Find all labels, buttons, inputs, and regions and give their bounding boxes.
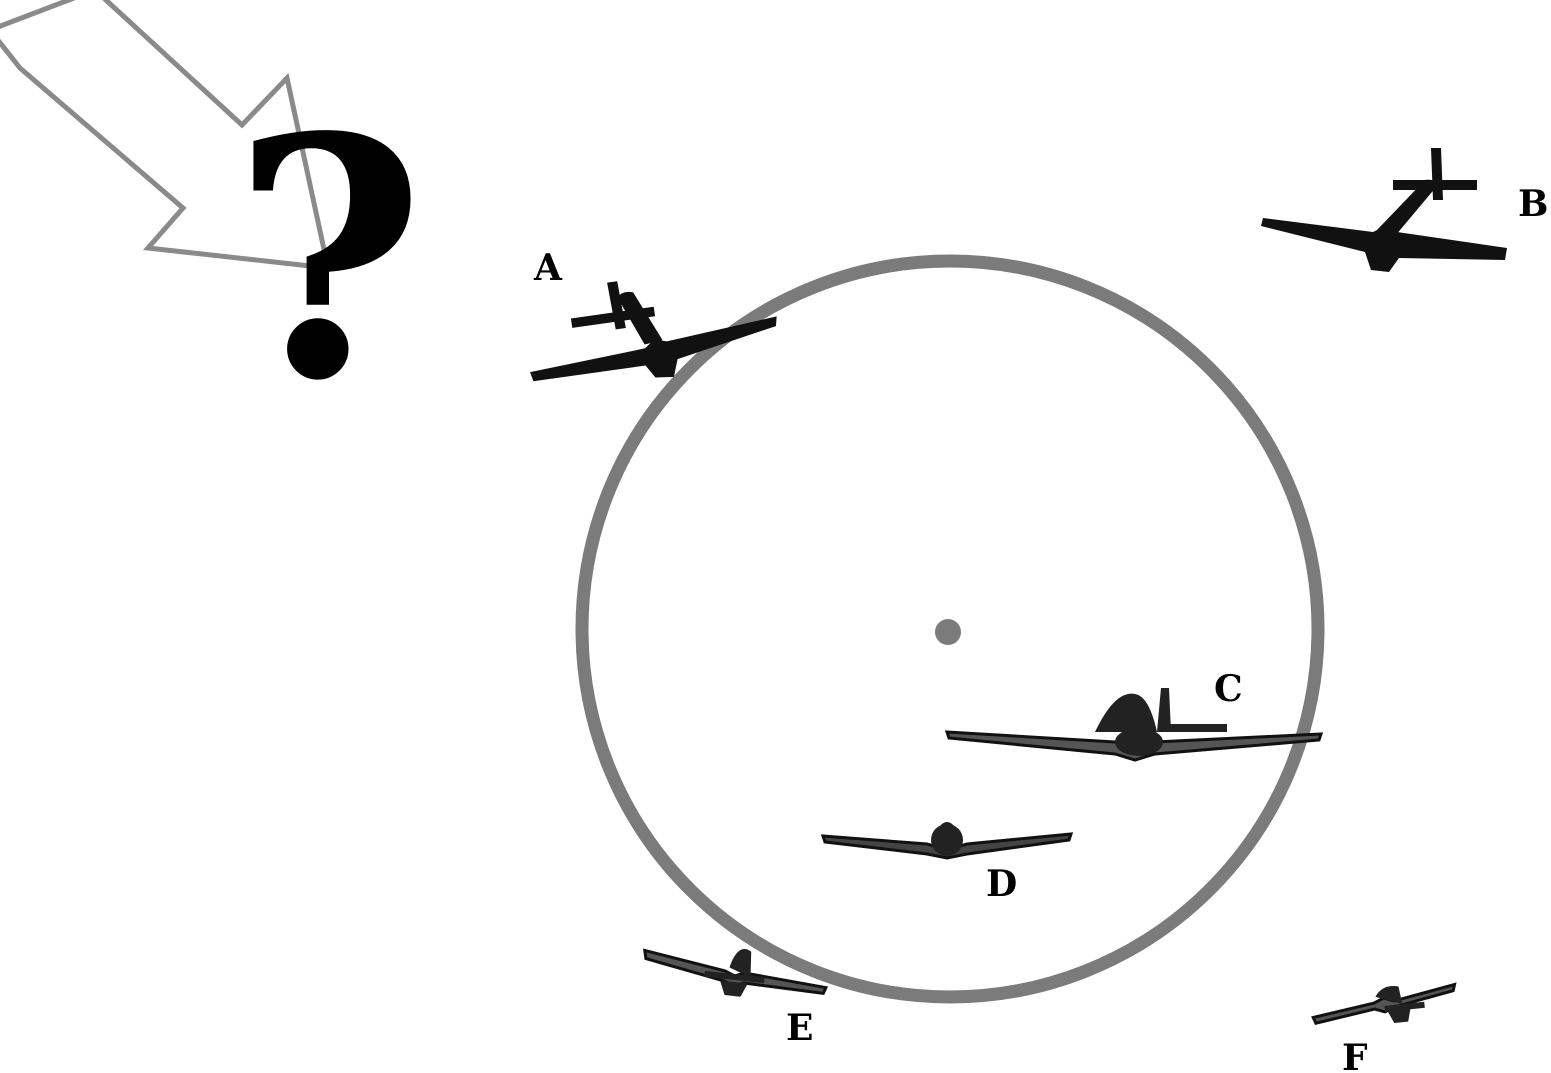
plane-label: B bbox=[1518, 183, 1548, 225]
fighter-plane-icon bbox=[947, 688, 1321, 760]
plane-label: F bbox=[1342, 1037, 1368, 1073]
fighter-plane-icon bbox=[823, 822, 1071, 858]
plane-label: E bbox=[786, 1007, 813, 1049]
zone-center-dot bbox=[935, 619, 961, 645]
fighter-plane-icon bbox=[1261, 148, 1507, 272]
plane-f: F bbox=[1311, 980, 1458, 1073]
plane-label: A bbox=[533, 247, 563, 289]
plane-label: C bbox=[1214, 668, 1243, 710]
plane-b: B bbox=[1261, 148, 1548, 272]
question-mark: ? bbox=[232, 65, 425, 453]
plane-label: D bbox=[986, 863, 1017, 905]
plane-c: C bbox=[947, 668, 1321, 760]
fighter-plane-icon bbox=[1311, 980, 1458, 1032]
plane-d: D bbox=[823, 822, 1071, 905]
plane-e: E bbox=[641, 939, 829, 1049]
